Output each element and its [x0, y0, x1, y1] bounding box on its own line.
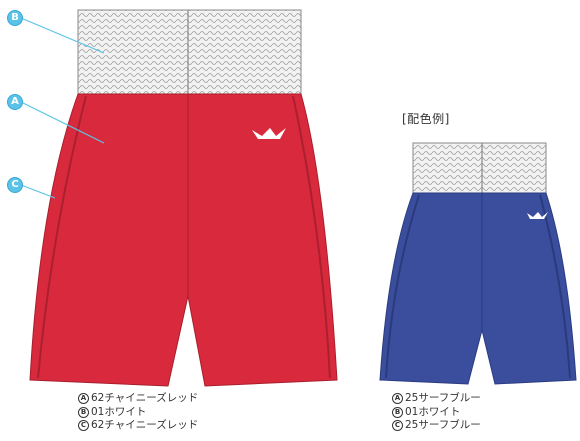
caption-text: 25サーフブルー [405, 419, 481, 431]
example-color-caption: A 25サーフブルー B 01ホワイト C 25サーフブルー [392, 392, 481, 433]
marker-a: A [392, 393, 403, 405]
callout-line-b [20, 17, 105, 54]
main-color-caption: A 62チャイニーズレッド B 01ホワイト C 62チャイニーズレッド [78, 392, 198, 433]
caption-row: A 25サーフブルー [392, 392, 481, 406]
waistband-main [77, 9, 302, 95]
marker-b: B [78, 406, 89, 418]
example-shorts [379, 142, 577, 385]
caption-text: 62チャイニーズレッド [91, 419, 199, 431]
caption-text: 62チャイニーズレッド [91, 392, 199, 404]
marker-c: C [392, 420, 403, 432]
caption-row: B 01ホワイト [392, 406, 481, 420]
marker-a: A [78, 393, 89, 405]
callout-a: A [7, 94, 23, 110]
marker-b: B [392, 406, 403, 418]
callout-b: B [7, 10, 23, 26]
caption-row: B 01ホワイト [78, 406, 198, 420]
caption-row: A 62チャイニーズレッド [78, 392, 198, 406]
main-shorts [29, 9, 338, 387]
marker-c: C [78, 420, 89, 432]
caption-text: 01ホワイト [91, 405, 147, 418]
brand-logo-example [527, 212, 548, 219]
waistband-example [412, 142, 547, 194]
callout-line-a [20, 101, 105, 144]
caption-text: 25サーフブルー [405, 392, 481, 404]
caption-row: C 62チャイニーズレッド [78, 419, 198, 433]
shorts-body-example [379, 192, 577, 385]
callout-c: C [7, 177, 23, 193]
brand-logo-main [252, 128, 286, 139]
example-title: [配色例] [402, 112, 450, 126]
caption-row: C 25サーフブルー [392, 419, 481, 433]
callout-line-c [20, 184, 56, 199]
caption-text: 01ホワイト [405, 405, 461, 418]
shorts-body-main [29, 93, 338, 387]
